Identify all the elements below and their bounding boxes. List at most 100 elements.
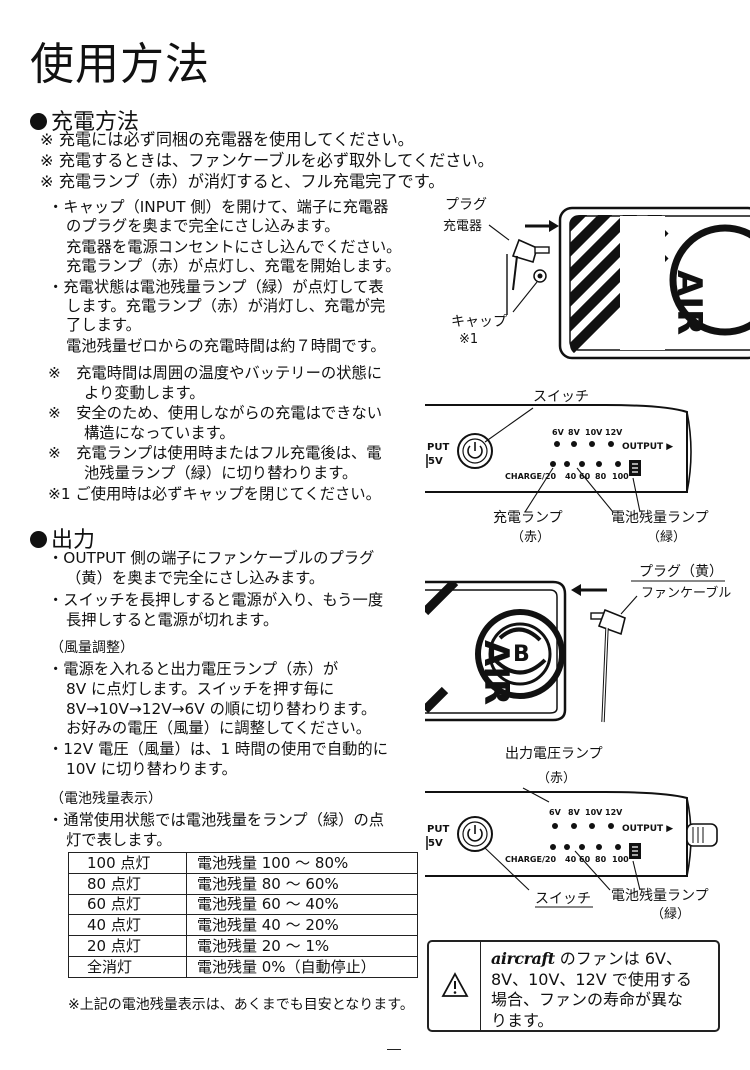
output-step: 長押しすると電源が切れます。 [66,611,279,629]
charger-label: 充電器 [443,218,482,234]
charge-step: 了します。 [66,316,141,334]
charger-plug-figure: AIR プラグ 充電器 キャップ ※1 [443,197,750,360]
level-label: 60 [579,855,591,864]
charger-plug-icon [506,238,550,315]
voltage-label: 10V [585,808,603,817]
plug-label: プラグ [445,197,487,213]
battery-step: ・通常使用状態では電池残量をランプ（緑）の点 [48,811,385,829]
bullet-dot-icon [30,531,47,548]
wind-step: ・電源を入れると出力電圧ランプ（赤）が [48,660,339,678]
charge-caution: より変動します。 [84,384,205,402]
table-cell: 100 点灯 [68,852,187,874]
switch-label: スイッチ [533,389,589,405]
battery-title: （電池残量表示） [50,791,162,807]
fan-cable-label: ファンケーブル [641,585,731,601]
table-cell: 80 点灯 [68,872,187,895]
output-label: OUTPUT ▶ [622,442,673,452]
aircraft-logo: aircraft [491,949,555,968]
charge-step: ・キャップ（INPUT 側）を開けて、端子に充電器 [48,198,389,216]
battery-lamp-color: （緑） [647,530,686,545]
charge-note: ※ 充電ランプ（赤）が消灯すると、フル充電完了です。 [40,172,445,191]
charge-caution: 池残量ランプ（緑）に切り替わります。 [84,464,358,482]
table-row: 100 点灯電池残量 100 ～ 80% [68,852,418,874]
voltage-label: 8V [568,808,581,817]
fan-cable-figure: AIR B プラグ（黄） ファンケーブル [425,563,731,723]
battery-lamp-name: 電池残量ランプ [611,510,709,526]
warning-line: 場合、ファンの寿命が異な [491,990,684,1009]
level-label: 80 [595,855,607,864]
charge-step: します。充電ランプ（赤）が消灯し、充電が完 [66,297,386,315]
control-panel-figure-output: 出力電圧ランプ （赤） PUT 5V 6V 8V 10V 12V OUTPUT … [425,746,718,922]
level-label: 80 [595,472,607,481]
stripe-pattern [425,582,459,714]
voltage-label: 8V [568,428,581,437]
charge-lamp-label: CHARGE/20 [505,855,556,864]
table-cell: 60 点灯 [68,893,187,916]
svg-text:B: B [513,642,530,667]
charge-caution: 構造になっています。 [84,424,235,442]
voltage-label: 12V [605,808,623,817]
table-cell: 電池残量 60 ～ 40% [186,893,418,916]
voltage-label: 12V [605,428,623,437]
battery-step: 灯で表します。 [66,831,172,849]
table-row: 全消灯電池残量 0%（自動停止） [68,955,418,978]
voltage-label: 6V [552,428,565,437]
battery-lamp-color: （緑） [651,907,690,922]
fan-cable-plug-icon [590,608,626,723]
bullet-dot-icon [30,113,47,130]
charge-note: ※ 充電には必ず同梱の充電器を使用してください。 [40,130,414,149]
input-label: PUT [427,824,449,835]
level-label: 100 [612,472,629,481]
cap-label: キャップ [451,314,507,330]
cap-note-label: ※1 [459,332,478,347]
table-note: ※上記の電池残量表示は、あくまでも目安となります。 [68,997,414,1013]
voltage-label: 6V [549,808,562,817]
wind-step: 8V に点灯します。スイッチを押す毎に [66,680,335,698]
charge-step: のプラグを奥まで完全にさし込みます。 [66,217,340,235]
input-label: PUT [427,442,449,453]
wind-step: お好みの電圧（風量）に調整してください。 [66,719,372,737]
control-panel-figure-charge: PUT 5V スイッチ 6V 8V 10V 12V OUTPUT ▶ CHARG… [425,389,709,545]
charge-step: 充電ランプ（赤）が点灯し、充電を開始します。 [66,257,401,275]
output-step: （黄）を奥まで完全にさし込みます。 [66,569,325,587]
output-step: ・スイッチを長押しすると電源が入り、もう一度 [48,591,384,609]
charge-step: 充電器を電源コンセントにさし込んでください。 [66,238,402,256]
voltage-label: 10V [585,428,603,437]
level-label: 100 [612,855,629,864]
level-label: 60 [579,472,591,481]
table-cell: 電池残量 20 ～ 1% [186,935,418,957]
charge-caution: ※ 充電時間は周囲の温度やバッテリーの状態に [48,364,383,382]
table-row: 20 点灯電池残量 20 ～ 1% [68,935,418,957]
output-lamp-color: （赤） [537,771,576,786]
charge-step: 電池残量ゼロからの充電時間は約７時間です。 [66,337,386,355]
table-row: 40 点灯電池残量 40 ～ 20% [68,914,418,937]
input-voltage-label: 5V [428,456,443,467]
output-heading: 出力 [30,522,95,554]
table-cell: 40 点灯 [68,914,187,937]
table-cell: 電池残量 0%（自動停止） [186,955,418,978]
output-label: OUTPUT ▶ [622,824,673,834]
table-cell: 全消灯 [68,955,187,978]
page-number-dash [387,1049,401,1050]
plug-yellow-label: プラグ（黄） [639,563,723,580]
warning-line: のファンは 6V、 [559,949,682,968]
battery-lamp-name: 電池残量ランプ [611,888,709,904]
warning-icon [441,972,469,997]
output-step: ・OUTPUT 側の端子にファンケーブルのプラグ [48,549,375,567]
power-icon [467,825,483,842]
warning-box: aircraft のファンは 6V、 8V、10V、12V で使用する 場合、フ… [427,940,720,1032]
table-cell: 電池残量 100 ～ 80% [186,852,418,874]
charge-lamp-color: （赤） [511,530,550,545]
wind-step: ・12V 電圧（風量）は、1 時間の使用で自動的に [48,740,389,758]
level-label: 40 [565,855,577,864]
power-icon [467,442,483,459]
table-cell: 電池残量 80 ～ 60% [186,872,418,895]
charge-step: ・充電状態は電池残量ランプ（緑）が点灯して表 [48,278,384,296]
table-cell: 20 点灯 [68,935,187,957]
charge-lamp-label: CHARGE/20 [505,472,556,481]
stripe-pattern [570,215,669,355]
charge-heading: 充電方法 [30,104,139,136]
wind-step: 10V に切り替わります。 [66,760,237,778]
warning-line: 8V、10V、12V で使用する [491,969,692,989]
warning-line: ります。 [491,1010,554,1030]
